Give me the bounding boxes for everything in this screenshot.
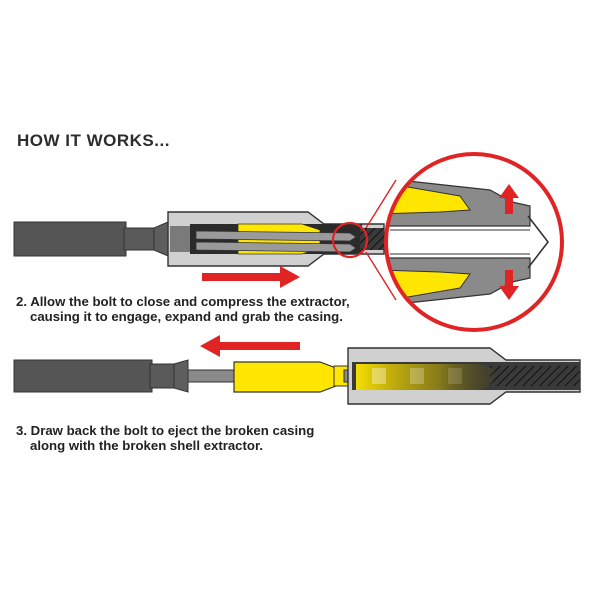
step-3-caption: 3. Draw back the bolt to eject the broke… [16,423,314,453]
scene-close-bolt [13,179,397,301]
step-line-1: Draw back the bolt to eject the broken c… [30,423,315,438]
chamber-illustration-2 [347,347,581,405]
bolt-illustration-2 [13,359,235,393]
step-number: 2. [16,294,27,309]
direction-arrow-back [200,335,300,357]
focus-circle [331,221,369,259]
direction-arrow-forward [202,266,300,288]
step-line-1: Allow the bolt to close and compress the… [30,294,350,309]
page-heading: HOW IT WORKS... [17,131,170,150]
chamber-illustration [167,211,385,267]
step-number: 3. [16,423,27,438]
magnifier-circle [384,152,564,332]
step-line-2: causing it to engage, expand and grab th… [30,309,343,324]
scene-draw-back-bolt [13,335,581,405]
step-line-2: along with the broken shell extractor. [30,438,264,453]
step-2-caption: 2. Allow the bolt to close and compress … [16,294,350,324]
bolt-illustration [13,221,169,257]
ejected-casing [233,361,359,393]
